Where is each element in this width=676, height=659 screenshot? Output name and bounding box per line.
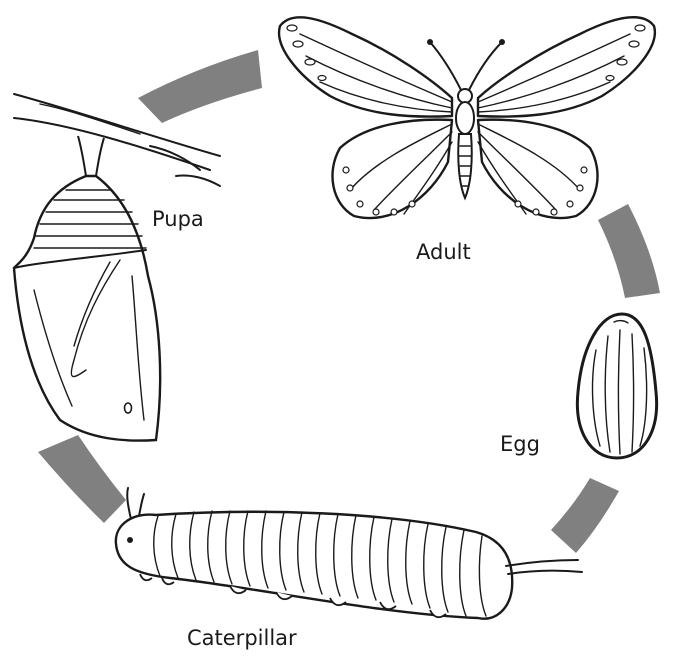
arrow-pupa-to-adult	[138, 50, 262, 123]
butterfly-illustration	[279, 17, 655, 218]
label-egg: Egg	[500, 432, 540, 456]
arrow-caterpillar-to-pupa	[38, 435, 126, 523]
label-adult: Adult	[416, 240, 471, 264]
arrow-adult-to-egg	[598, 204, 660, 298]
pupa-illustration	[14, 94, 220, 441]
label-pupa: Pupa	[152, 207, 204, 231]
arrow-egg-to-caterpillar	[551, 478, 619, 553]
label-caterpillar: Caterpillar	[187, 626, 297, 650]
caterpillar-illustration	[116, 488, 582, 619]
egg-illustration	[577, 314, 656, 458]
